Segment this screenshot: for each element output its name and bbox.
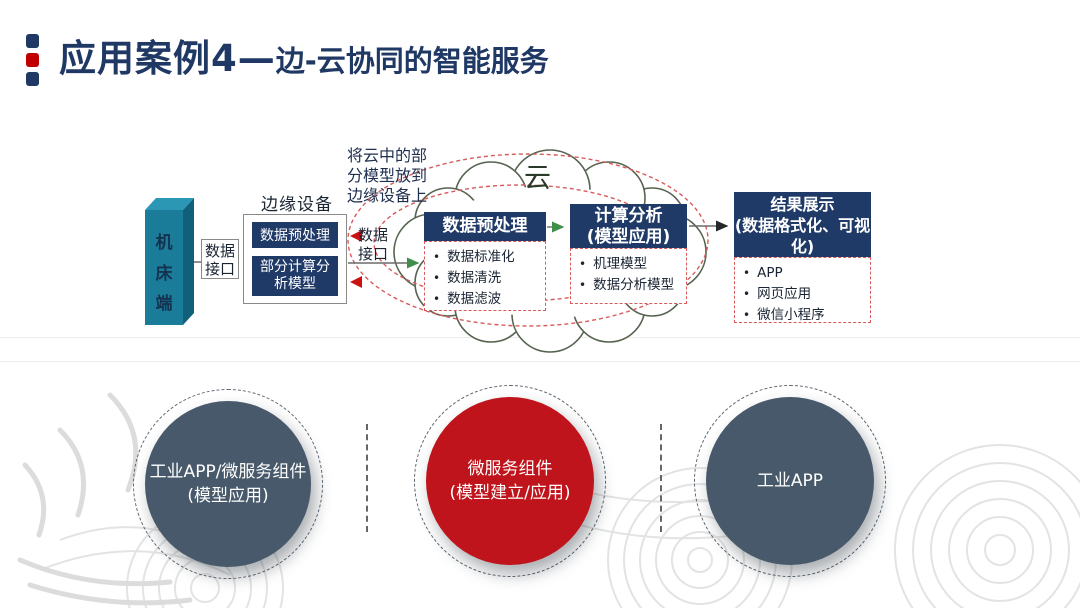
ship-watermark (17, 392, 193, 606)
edge-partial-model-chip: 部分计算分析模型 (252, 256, 338, 296)
stage2-title: 计算分析 (模型应用) (570, 204, 687, 248)
red-arrowhead (350, 230, 362, 242)
list-item: •数据分析模型 (579, 275, 680, 296)
bullet-icon: • (579, 257, 587, 271)
stage2-items: •机理模型 •数据分析模型 (570, 248, 687, 304)
stage1-title: 数据预处理 (424, 212, 546, 241)
stage3-subtitle-line: (数据格式化、可视化) (734, 216, 871, 256)
stage2-subtitle-line: (模型应用) (586, 227, 671, 247)
title-subtitle: 边-云协同的智能服务 (275, 44, 549, 78)
edge-preprocess-chip: 数据预处理 (252, 222, 338, 248)
bullet-icon: • (579, 278, 587, 292)
list-item: •数据滤波 (433, 289, 539, 310)
circle-label: 微服务组件 (467, 459, 553, 479)
edge-device-label: 边缘设备 (261, 195, 333, 215)
bullet-icon: • (433, 292, 441, 306)
bullet-icon: • (743, 308, 751, 322)
square-icon (26, 53, 39, 67)
bullet-icon: • (433, 250, 441, 264)
bullet-icon: • (433, 271, 441, 285)
circle-industrial-app-microservice: 工业APP/微服务组件 (模型应用) (145, 401, 311, 567)
list-item: •数据清洗 (433, 268, 539, 289)
machine-tool-label: 机床端 (155, 233, 173, 315)
machine-box (145, 198, 194, 325)
dashed-ring (694, 385, 886, 577)
background-rule (0, 361, 1080, 362)
circle-sublabel: (模型应用) (187, 486, 269, 506)
data-interface-label-2: 数据接口 (357, 226, 388, 263)
stage2-title-line: 计算分析 (594, 206, 663, 226)
list-item: •网页应用 (743, 284, 864, 305)
list-item: •APP (743, 263, 864, 284)
stage3-items: •APP •网页应用 •微信小程序 (734, 257, 871, 323)
dashed-divider (660, 424, 662, 532)
slide-title-block: 应用案例4— 边-云协同的智能服务 (26, 28, 549, 86)
title-bullet-squares (26, 34, 39, 86)
stage3-title: 结果展示 (数据格式化、可视化) (734, 192, 871, 257)
stage1-items: •数据标准化 •数据清洗 •数据滤波 (424, 241, 546, 311)
list-item: •数据标准化 (433, 247, 539, 268)
data-interface-box-1: 数据接口 (201, 239, 239, 279)
cloud-label: 云 (524, 163, 553, 194)
square-icon (26, 72, 39, 86)
circle-label: 工业APP/微服务组件 (149, 462, 307, 482)
circle-microservice-component: 微服务组件 (模型建立/应用) (426, 397, 594, 565)
dashed-ring (133, 389, 323, 579)
list-item: •机理模型 (579, 254, 680, 275)
circle-label: 工业APP (756, 471, 824, 491)
dashed-ring (414, 385, 606, 577)
title-main: 应用案例4— (59, 37, 276, 80)
circle-industrial-app: 工业APP (706, 397, 874, 565)
page-title: 应用案例4— 边-云协同的智能服务 (59, 28, 549, 82)
circle-sublabel: (模型建立/应用) (449, 483, 571, 503)
bullet-icon: • (743, 287, 751, 301)
bullet-icon: • (743, 266, 751, 280)
red-arrowhead (350, 276, 362, 288)
dashed-divider (366, 424, 368, 532)
square-icon (26, 34, 39, 48)
stage3-title-line: 结果展示 (770, 195, 835, 214)
list-item: •微信小程序 (743, 305, 864, 326)
model-transfer-note: 将云中的部分模型放到边缘设备上 (347, 146, 428, 205)
